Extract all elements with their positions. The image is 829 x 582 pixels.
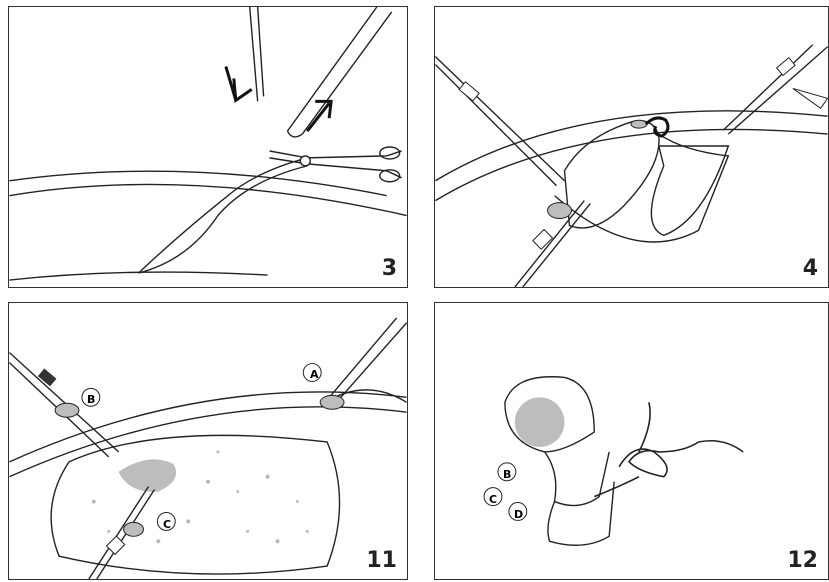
label-c: C	[489, 493, 497, 506]
panel-step-4: 4	[434, 6, 829, 288]
label-b: B	[503, 468, 511, 481]
panel-step-12: B C D 12	[434, 302, 829, 580]
instrument-c-icon	[89, 487, 155, 579]
step-number: 4	[803, 256, 818, 281]
grasper-icon	[270, 147, 402, 182]
label-d: D	[514, 508, 523, 521]
instrument-a-icon	[320, 318, 406, 409]
label-c: C	[163, 518, 171, 531]
instrument-up-icon	[287, 7, 391, 137]
right-trocar-icon	[723, 45, 827, 134]
step-number: 11	[366, 548, 397, 573]
step-12-illustration	[435, 303, 828, 579]
step-4-illustration	[435, 7, 828, 287]
step-3-illustration	[9, 7, 407, 287]
step-11-illustration	[9, 303, 407, 579]
panel-step-3: 3	[8, 6, 408, 288]
step-number: 3	[382, 256, 397, 281]
instrument-down-icon	[226, 7, 264, 101]
bottom-trocar-icon	[515, 201, 590, 287]
left-trocar-icon	[435, 57, 564, 186]
step-number: 12	[787, 548, 818, 573]
panel-step-11: A B C 11	[8, 302, 408, 580]
label-b: B	[87, 393, 95, 406]
label-a: A	[310, 368, 319, 381]
